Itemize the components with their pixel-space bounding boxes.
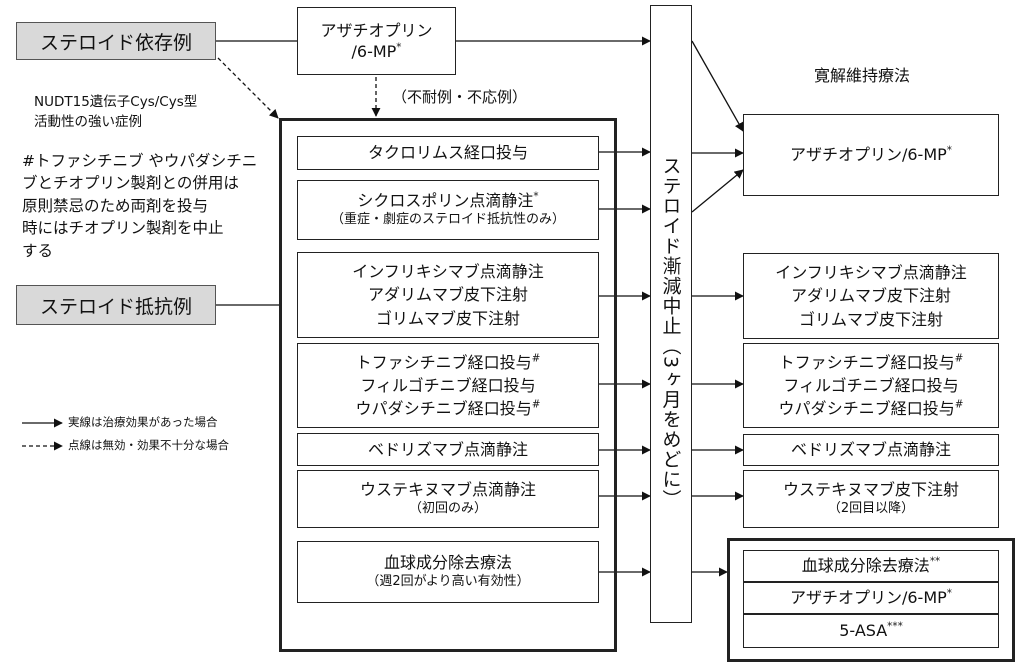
- maintenance-title: 寛解維持療法: [814, 66, 911, 85]
- maint-aza-label: アザチオプリン/6-MP: [789, 145, 947, 165]
- cap-box: 血球成分除去療法 （週2回がより高い有効性）: [297, 541, 599, 603]
- maint-tofacitinib-label: トファシチニブ経口投与: [778, 352, 955, 372]
- hash-note-line: 原則禁忌のため両剤を投与: [22, 196, 209, 215]
- upadacitinib-label: ウパダシチニブ経口投与: [355, 399, 532, 419]
- maint-anti-tnf-box: インフリキシマブ点滴静注 アダリムマブ皮下注射 ゴリムマブ皮下注射: [743, 253, 999, 339]
- maint-jak-box: トファシチニブ経口投与# フィルゴチニブ経口投与 ウパダシチニブ経口投与#: [743, 343, 999, 428]
- upadacitinib-sup: #: [531, 398, 541, 411]
- tacrolimus-label: タクロリムス経口投与: [367, 143, 528, 163]
- maint-adalimumab-label: アダリムマブ皮下注射: [790, 286, 951, 306]
- maint-ustekinumab-sub: （2回目以降）: [827, 501, 915, 517]
- maint-ustekinumab-label: ウステキヌマブ皮下注射: [782, 480, 959, 500]
- hash-note-line: する: [22, 241, 54, 260]
- maint-cap-sup: **: [929, 556, 941, 569]
- maint-aza2-sup: *: [946, 588, 952, 601]
- induction-group-box: [279, 118, 617, 652]
- maint-5asa-label: 5-ASA: [839, 621, 888, 641]
- golimumab-label: ゴリムマブ皮下注射: [375, 308, 520, 328]
- aza-top-line1: アザチオプリン: [320, 20, 433, 40]
- intolerant-label: （不耐例・不応例）: [392, 88, 528, 106]
- maint-upadacitinib-sup: #: [954, 398, 964, 411]
- anti-tnf-box: インフリキシマブ点滴静注 アダリムマブ皮下注射 ゴリムマブ皮下注射: [297, 252, 599, 338]
- ustekinumab-box: ウステキヌマブ点滴静注 （初回のみ）: [297, 470, 599, 528]
- cap-sub: （週2回がより高い有効性）: [366, 574, 530, 590]
- aza-top-sup: *: [396, 41, 402, 54]
- hash-note: #トファシチニブ やウパダシチニ ブとチオプリン製剤との併用は 原則禁忌のため両…: [22, 150, 280, 262]
- maint-vedolizumab-label: ベドリズマブ点滴静注: [790, 440, 951, 460]
- ustekinumab-sub: （初回のみ）: [408, 501, 487, 517]
- nudt15-note-line2: 活動性の強い症例: [34, 113, 142, 130]
- maint-vedolizumab-box: ベドリズマブ点滴静注: [743, 434, 999, 466]
- infliximab-label: インフリキシマブ点滴静注: [352, 262, 544, 282]
- steroid-dependent-box: ステロイド依存例: [16, 22, 216, 60]
- dep-dashed-arrow: [217, 57, 279, 119]
- vedolizumab-box: ベドリズマブ点滴静注: [297, 433, 599, 466]
- maint-aza-box: アザチオプリン/6-MP*: [743, 114, 999, 196]
- tofacitinib-sup: #: [531, 352, 541, 365]
- tacrolimus-box: タクロリムス経口投与: [297, 136, 599, 170]
- nudt15-note: NUDT15遺伝子Cys/Cys型 活動性の強い症例: [34, 93, 197, 132]
- cyclosporine-sub: （重症・劇症のステロイド抵抗性のみ）: [330, 212, 565, 228]
- maint-cap-group-box: [727, 538, 1015, 662]
- cyclosporine-box: シクロスポリン点滴静注* （重症・劇症のステロイド抵抗性のみ）: [297, 180, 599, 240]
- maint-upadacitinib-label: ウパダシチニブ経口投与: [778, 399, 955, 419]
- hash-note-line: #トファシチニブ やウパダシチニ: [22, 152, 258, 170]
- adalimumab-label: アダリムマブ皮下注射: [367, 285, 528, 305]
- maint-cap-box: 血球成分除去療法**: [743, 550, 999, 582]
- tofacitinib-label: トファシチニブ経口投与: [355, 352, 532, 372]
- steroid-resistant-box: ステロイド抵抗例: [16, 285, 216, 325]
- hash-note-line: ブとチオプリン製剤との併用は: [22, 174, 239, 193]
- legend-solid-label: 実線は治療効果があった場合: [68, 415, 218, 429]
- maint-golimumab-label: ゴリムマブ皮下注射: [798, 309, 943, 329]
- jak-box: トファシチニブ経口投与# フィルゴチニブ経口投与 ウパダシチニブ経口投与#: [297, 343, 599, 428]
- ustekinumab-label: ウステキヌマブ点滴静注: [359, 480, 536, 500]
- steroid-taper-column: ステロイド漸減中止（3ヶ月をめどに）: [650, 5, 692, 623]
- steroid-resistant-label: ステロイド抵抗例: [39, 295, 192, 318]
- maint-aza-sup: *: [946, 145, 952, 158]
- aza-top-box: アザチオプリン /6-MP*: [297, 7, 456, 75]
- maint-5asa-box: 5-ASA***: [743, 614, 999, 648]
- maint-5asa-sup: ***: [887, 621, 903, 634]
- filgotinib-label: フィルゴチニブ経口投与: [360, 375, 536, 395]
- nudt15-note-line1: NUDT15遺伝子Cys/Cys型: [34, 94, 198, 110]
- cyclosporine-sup: *: [533, 191, 539, 204]
- maint-tofacitinib-sup: #: [954, 352, 964, 365]
- cyclosporine-label: シクロスポリン点滴静注: [357, 191, 534, 211]
- vedolizumab-label: ベドリズマブ点滴静注: [367, 439, 528, 459]
- maint-filgotinib-label: フィルゴチニブ経口投与: [783, 375, 959, 395]
- legend-dashed-label: 点線は無効・効果不十分な場合: [68, 438, 229, 452]
- aza-top-line2: /6-MP: [351, 42, 397, 61]
- cap-label: 血球成分除去療法: [383, 553, 512, 573]
- steroid-dependent-label: ステロイド依存例: [39, 31, 192, 54]
- maint-aza2-box: アザチオプリン/6-MP*: [743, 582, 999, 614]
- maint-aza2-label: アザチオプリン/6-MP: [789, 588, 947, 608]
- hash-note-line: 時にはチオプリン製剤を中止: [22, 219, 224, 238]
- maint-cap-label: 血球成分除去療法: [801, 556, 930, 576]
- steroid-taper-label: ステロイド漸減中止（3ヶ月をめどに）: [659, 156, 682, 510]
- maint-infliximab-label: インフリキシマブ点滴静注: [775, 263, 967, 283]
- maint-ustekinumab-box: ウステキヌマブ皮下注射 （2回目以降）: [743, 470, 999, 528]
